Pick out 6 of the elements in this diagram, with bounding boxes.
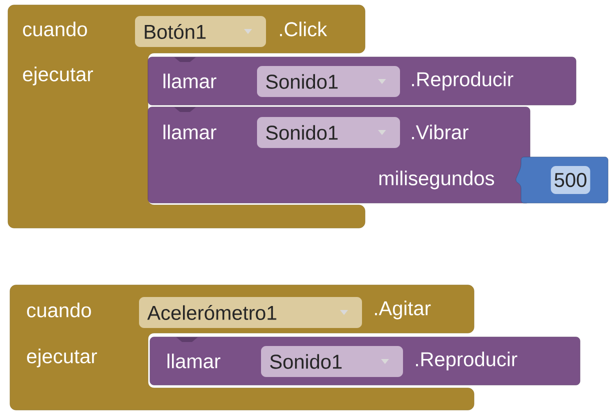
dropdown-field: Sonido1 [257,66,400,97]
number-block: 500 [516,156,608,204]
dropdown-field: Sonido1 [261,346,403,377]
dropdown-field: Botón1 [135,16,266,47]
dropdown-field: Acelerómetro1 [139,297,362,328]
dropdown-field: Sonido1 [257,117,400,148]
